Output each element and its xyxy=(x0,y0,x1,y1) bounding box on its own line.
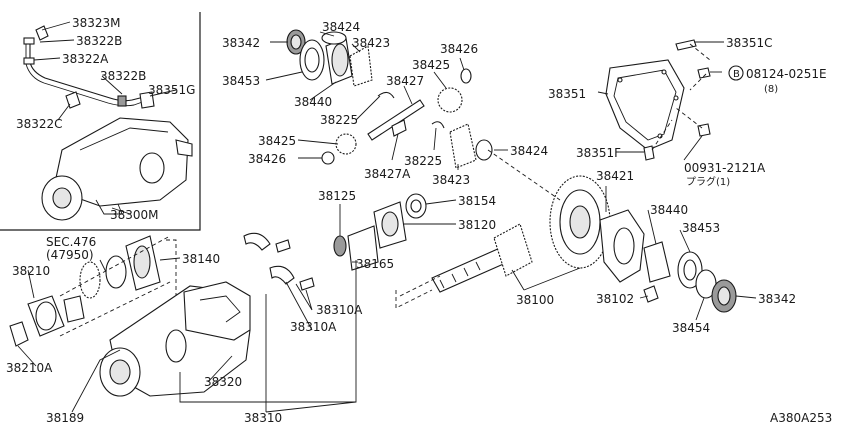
label-38425-top: 38425 xyxy=(412,58,450,72)
breather-cap xyxy=(35,25,49,41)
label-38424-mid: 38424 xyxy=(510,144,548,158)
label-38310A-lower: 38310A xyxy=(290,320,337,334)
label-sec-47950: (47950) xyxy=(46,248,94,262)
bolt-38102 xyxy=(643,285,659,303)
label-38322B-upper: 38322B xyxy=(76,34,122,48)
hose-clip-top xyxy=(23,37,35,45)
label-38424-top: 38424 xyxy=(322,20,360,34)
label-08124-0251E: 08124-0251E xyxy=(746,67,827,81)
label-38427A: 38427A xyxy=(364,167,411,181)
side-bearing-group-top xyxy=(286,29,395,99)
label-38102: 38102 xyxy=(596,292,634,306)
inset-carrier-assembly xyxy=(41,117,193,221)
bolt-38310A-upper xyxy=(275,239,291,253)
snap-ring-38225-top xyxy=(377,91,395,99)
plug-38351F xyxy=(643,145,655,161)
pinion-shaft-38427 xyxy=(367,99,425,141)
drive-pinion-parts xyxy=(333,193,427,271)
label-38440-right: 38440 xyxy=(650,203,688,217)
companion-flange-group xyxy=(9,235,177,347)
label-38342-top: 38342 xyxy=(222,36,260,50)
spacer-38125 xyxy=(333,235,347,257)
label-38351C: 38351C xyxy=(726,36,773,50)
hose-clip-mid xyxy=(23,57,35,65)
label-38310A-upper: 38310A xyxy=(316,303,363,317)
label-38210A: 38210A xyxy=(6,361,53,375)
label-38189: 38189 xyxy=(46,411,84,425)
bearing-cap-lower xyxy=(269,265,295,285)
label-38426-top: 38426 xyxy=(440,42,478,56)
diagram-code: A380A253 xyxy=(770,411,832,425)
label-38423-top: 38423 xyxy=(352,36,390,50)
label-38140: 38140 xyxy=(182,252,220,266)
oil-seal-38189 xyxy=(105,255,127,289)
label-38453-top: 38453 xyxy=(222,74,260,88)
bolt-marker-letter: B xyxy=(733,69,740,80)
label-38165: 38165 xyxy=(356,257,394,271)
label-38120: 38120 xyxy=(458,218,496,232)
bolt-08124 xyxy=(697,67,711,79)
label-38310: 38310 xyxy=(244,411,282,425)
washer-38424-mid xyxy=(475,139,493,161)
label-38322A: 38322A xyxy=(62,52,109,66)
label-38421: 38421 xyxy=(596,169,634,183)
bearing-38440-right xyxy=(643,241,671,283)
leader-lines xyxy=(17,21,757,413)
label-08124-qty: (8) xyxy=(764,84,778,95)
label-38425-left: 38425 xyxy=(258,134,296,148)
rear-cover-38351 xyxy=(605,59,685,151)
label-38351G: 38351G xyxy=(148,83,195,97)
bearing-caps-38310 xyxy=(179,232,357,403)
label-plug-note: プラグ(1) xyxy=(686,175,730,188)
label-38300M: 38300M xyxy=(110,208,159,222)
bolt-38310A-lower xyxy=(299,277,315,291)
collapsible-spacer-38165 xyxy=(347,225,379,271)
label-38125: 38125 xyxy=(318,189,356,203)
label-38323M: 38323M xyxy=(72,16,121,30)
label-00931-2121A: 00931-2121A xyxy=(684,161,766,175)
washer-38424-top xyxy=(321,31,347,45)
part-labels: 38323M 38322B 38322A 38322B 38351G 38322… xyxy=(6,16,832,425)
label-38351F: 38351F xyxy=(576,146,621,160)
side-gear-38423-mid xyxy=(449,123,477,169)
label-38322B-lower: 38322B xyxy=(100,69,146,83)
side-gear-38423-top xyxy=(349,45,373,87)
washer-38426-left xyxy=(321,151,335,165)
label-38154: 38154 xyxy=(458,194,496,208)
washer-38426-top xyxy=(460,68,472,84)
drive-pinion-gear-38100 xyxy=(395,223,533,309)
oil-seal-47950 xyxy=(79,261,101,299)
hose-clip-end xyxy=(117,95,127,107)
label-38453-right: 38453 xyxy=(682,221,720,235)
label-sec-476: SEC.476 xyxy=(46,235,96,249)
rear-cover-group xyxy=(605,39,711,161)
pinion-shaft-group xyxy=(321,68,493,169)
label-38342-right: 38342 xyxy=(758,292,796,306)
label-38423-mid: 38423 xyxy=(432,173,470,187)
label-38225-top: 38225 xyxy=(320,113,358,127)
stud-38351C xyxy=(675,39,697,51)
label-38210: 38210 xyxy=(12,264,50,278)
label-38440-top: 38440 xyxy=(294,95,332,109)
label-38426-left: 38426 xyxy=(248,152,286,166)
bolt-callout-marker xyxy=(728,65,744,81)
pin-38427A xyxy=(391,119,407,137)
bearing-cap-upper xyxy=(243,232,271,251)
pinion-mate-gear-left xyxy=(335,133,357,155)
label-38100: 38100 xyxy=(516,293,554,307)
label-38225-mid: 38225 xyxy=(404,154,442,168)
carrier-housing-38320 xyxy=(99,281,251,397)
snap-ring-38225-mid xyxy=(431,121,445,129)
label-38351: 38351 xyxy=(548,87,586,101)
label-38322C: 38322C xyxy=(16,117,63,131)
label-38320: 38320 xyxy=(204,375,242,389)
inset-frame xyxy=(0,12,201,231)
label-38454: 38454 xyxy=(672,321,710,335)
breather-clip-c xyxy=(65,91,81,109)
ring-gear-and-case xyxy=(487,149,737,313)
nut-38210A xyxy=(9,321,29,347)
pinion-mate-gear-top xyxy=(437,87,463,113)
label-38427: 38427 xyxy=(386,74,424,88)
